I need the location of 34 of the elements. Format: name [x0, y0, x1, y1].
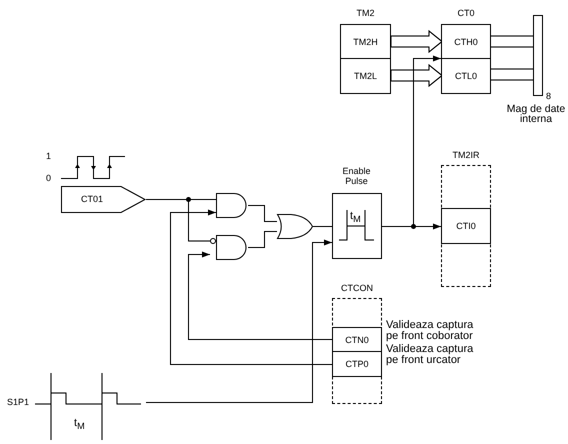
register-cell: CTL0 — [441, 58, 491, 94]
connector — [312, 226, 332, 227]
connector — [188, 252, 332, 340]
connector — [248, 231, 278, 248]
time-label: t$_{M}$ — [350, 210, 361, 226]
level-label: 0 — [46, 173, 52, 183]
register-cell: TM2L — [340, 58, 391, 94]
bus-arrow — [390, 64, 443, 88]
time-label: t$_{M}$ — [74, 417, 85, 432]
signal-label: S1P1 — [7, 397, 30, 407]
and-gate — [216, 193, 248, 218]
connector — [490, 68, 534, 80]
bus-arrow — [390, 30, 443, 54]
description-text: Valideaza captura pe front coborator — [386, 320, 474, 342]
connector — [170, 210, 332, 365]
register-cell: CTH0 — [441, 24, 491, 59]
level-label: 1 — [46, 151, 52, 161]
register-label: TM2 — [356, 8, 376, 18]
register-cell: CTN0 — [332, 327, 382, 352]
connector — [248, 205, 278, 222]
register-label: CT0 — [456, 8, 476, 18]
and-gate — [210, 235, 248, 260]
register-label: CTCON — [340, 283, 374, 293]
register-cell: CTI0 — [441, 208, 491, 244]
level-label: 8 — [546, 91, 552, 101]
register-pentagon: CT01 — [61, 186, 146, 213]
or-gate — [277, 214, 313, 239]
register-cell: TM2H — [340, 24, 391, 59]
block-label: Enable Pulse — [341, 166, 372, 186]
register-label: TM2IR — [452, 150, 480, 160]
description-text: Valideaza captura pe front urcator — [386, 344, 474, 366]
connector — [146, 240, 332, 403]
bus-label: Mag de date interna — [506, 104, 566, 124]
connector — [490, 36, 534, 48]
